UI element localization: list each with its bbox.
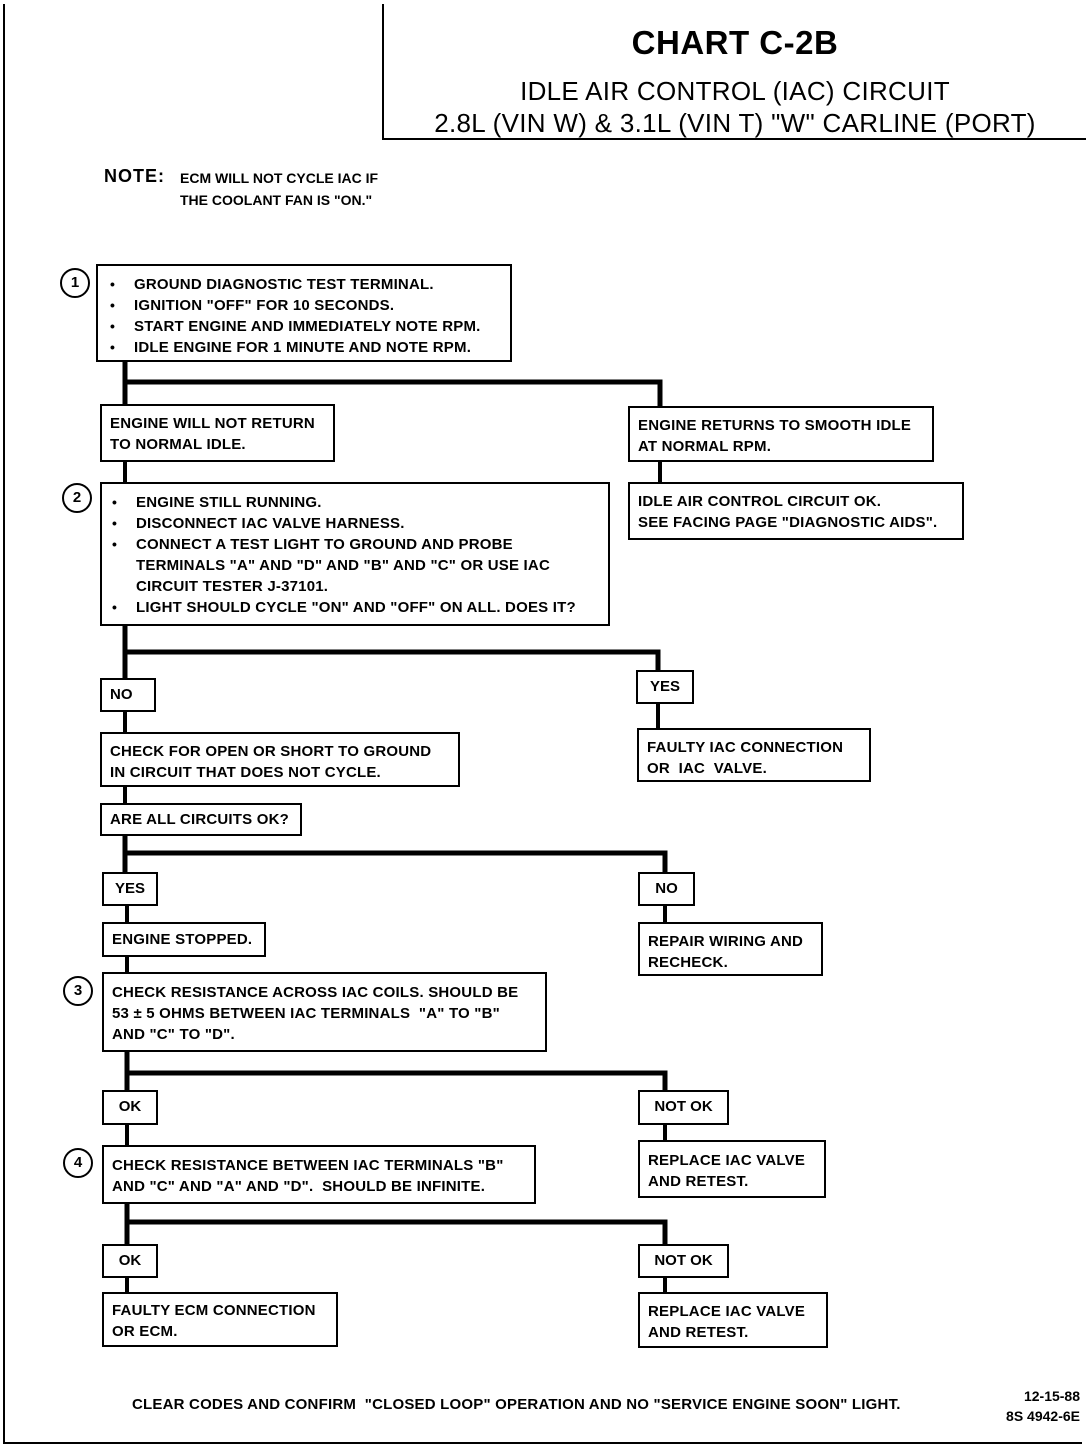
check-open-box: CHECK FOR OPEN OR SHORT TO GROUND IN CIR… (100, 732, 460, 787)
box-line: AND RETEST. (648, 1324, 749, 1341)
step-2-item: CONNECT A TEST LIGHT TO GROUND AND PROBE… (106, 534, 604, 597)
replace-iac-box-2: REPLACE IAC VALVE AND RETEST. (638, 1292, 828, 1348)
connector-circuits (122, 834, 668, 872)
ok3-label: OK (102, 1090, 158, 1125)
box-line: SEE FACING PAGE "DIAGNOSTIC AIDS". (638, 514, 938, 531)
chart-header: CHART C-2B IDLE AIR CONTROL (IAC) CIRCUI… (382, 4, 1086, 140)
circuit-ok-box: IDLE AIR CONTROL CIRCUIT OK. SEE FACING … (628, 482, 964, 540)
box-line: ENGINE WILL NOT RETURN (110, 415, 315, 432)
no2-label: NO (638, 872, 695, 906)
box-line: FAULTY IAC CONNECTION (647, 739, 844, 756)
box-line: OR IAC VALVE. (647, 760, 767, 777)
connector-s3 (124, 1050, 668, 1090)
box-line: CHECK RESISTANCE BETWEEN IAC TERMINALS "… (112, 1157, 504, 1174)
step-1-item: IDLE ENGINE FOR 1 MINUTE AND NOTE RPM. (104, 337, 504, 358)
yes-label: YES (636, 670, 694, 704)
engine-not-return-box: ENGINE WILL NOT RETURN TO NORMAL IDLE. (100, 404, 335, 462)
step-1-box: GROUND DIAGNOSTIC TEST TERMINAL. IGNITIO… (96, 264, 512, 362)
notok4-label: NOT OK (638, 1244, 729, 1278)
step-3-marker: 3 (63, 976, 93, 1006)
step-1-marker: 1 (60, 268, 90, 298)
note: NOTE: ECM WILL NOT CYCLE IAC IF THE COOL… (104, 166, 464, 216)
faulty-connection-box: FAULTY IAC CONNECTION OR IAC VALVE. (637, 728, 871, 782)
box-line: TO NORMAL IDLE. (110, 436, 246, 453)
box-line: CHECK RESISTANCE ACROSS IAC COILS. SHOUL… (112, 984, 519, 1001)
note-line-1: ECM WILL NOT CYCLE IAC IF (180, 170, 379, 186)
engine-returns-box: ENGINE RETURNS TO SMOOTH IDLE AT NORMAL … (628, 406, 934, 462)
box-line: AND "C" AND "A" AND "D". SHOULD BE INFIN… (112, 1178, 486, 1195)
chart-title: IDLE AIR CONTROL (IAC) CIRCUIT (520, 76, 950, 106)
box-line: REPLACE IAC VALVE (648, 1303, 806, 1320)
yes2-label: YES (102, 872, 158, 906)
box-line: ENGINE RETURNS TO SMOOTH IDLE (638, 417, 912, 434)
box-line: 53 ± 5 OHMS BETWEEN IAC TERMINALS "A" TO… (112, 1005, 500, 1022)
box-line: AND RETEST. (648, 1173, 749, 1190)
repair-wiring-box: REPAIR WIRING AND RECHECK. (638, 922, 823, 976)
box-line: REPAIR WIRING AND (648, 933, 804, 950)
box-line: IN CIRCUIT THAT DOES NOT CYCLE. (110, 764, 381, 781)
box-line: CHECK FOR OPEN OR SHORT TO GROUND (110, 743, 432, 760)
ok4-label: OK (102, 1244, 158, 1278)
box-line: OR ECM. (112, 1323, 178, 1340)
step-4-box: CHECK RESISTANCE BETWEEN IAC TERMINALS "… (102, 1145, 536, 1204)
chart-label: CHART C-2B (631, 24, 839, 61)
chart-subtitle: 2.8L (VIN W) & 3.1L (VIN T) "W" CARLINE … (434, 108, 1036, 138)
box-line: AT NORMAL RPM. (638, 438, 772, 455)
footer-code: 8S 4942-6E (1006, 1408, 1080, 1424)
step-4-marker: 4 (63, 1148, 93, 1178)
step-1-item: GROUND DIAGNOSTIC TEST TERMINAL. (104, 274, 504, 295)
step-2-item: DISCONNECT IAC VALVE HARNESS. (106, 513, 604, 534)
step-2-item: ENGINE STILL RUNNING. (106, 492, 604, 513)
box-line: FAULTY ECM CONNECTION (112, 1302, 316, 1319)
footer-date: 12-15-88 (1023, 1388, 1080, 1404)
page-border (3, 4, 1082, 1444)
connector-s1 (122, 360, 663, 406)
circuits-ok-question: ARE ALL CIRCUITS OK? (100, 803, 302, 836)
note-label: NOTE: (104, 166, 165, 186)
connector-s4 (124, 1202, 668, 1244)
step-2-box: ENGINE STILL RUNNING. DISCONNECT IAC VAL… (100, 482, 610, 626)
connector-s2 (122, 624, 661, 678)
faulty-ecm-box: FAULTY ECM CONNECTION OR ECM. (102, 1292, 338, 1347)
step-1-item: IGNITION "OFF" FOR 10 SECONDS. (104, 295, 504, 316)
engine-stopped-box: ENGINE STOPPED. (102, 922, 266, 957)
footer-instruction: CLEAR CODES AND CONFIRM "CLOSED LOOP" OP… (132, 1396, 901, 1413)
notok3-label: NOT OK (638, 1090, 729, 1125)
box-line: IDLE AIR CONTROL CIRCUIT OK. (638, 493, 882, 510)
replace-iac-box-1: REPLACE IAC VALVE AND RETEST. (638, 1140, 826, 1198)
box-line: REPLACE IAC VALVE (648, 1152, 806, 1169)
step-2-marker: 2 (62, 483, 92, 513)
no-label: NO (100, 678, 156, 712)
step-1-item: START ENGINE AND IMMEDIATELY NOTE RPM. (104, 316, 504, 337)
box-line: AND "C" TO "D". (112, 1026, 235, 1043)
step-2-item: LIGHT SHOULD CYCLE "ON" AND "OFF" ON ALL… (106, 597, 604, 618)
note-line-2: THE COOLANT FAN IS "ON." (180, 192, 373, 208)
step-3-box: CHECK RESISTANCE ACROSS IAC COILS. SHOUL… (102, 972, 547, 1052)
box-line: RECHECK. (648, 954, 728, 971)
